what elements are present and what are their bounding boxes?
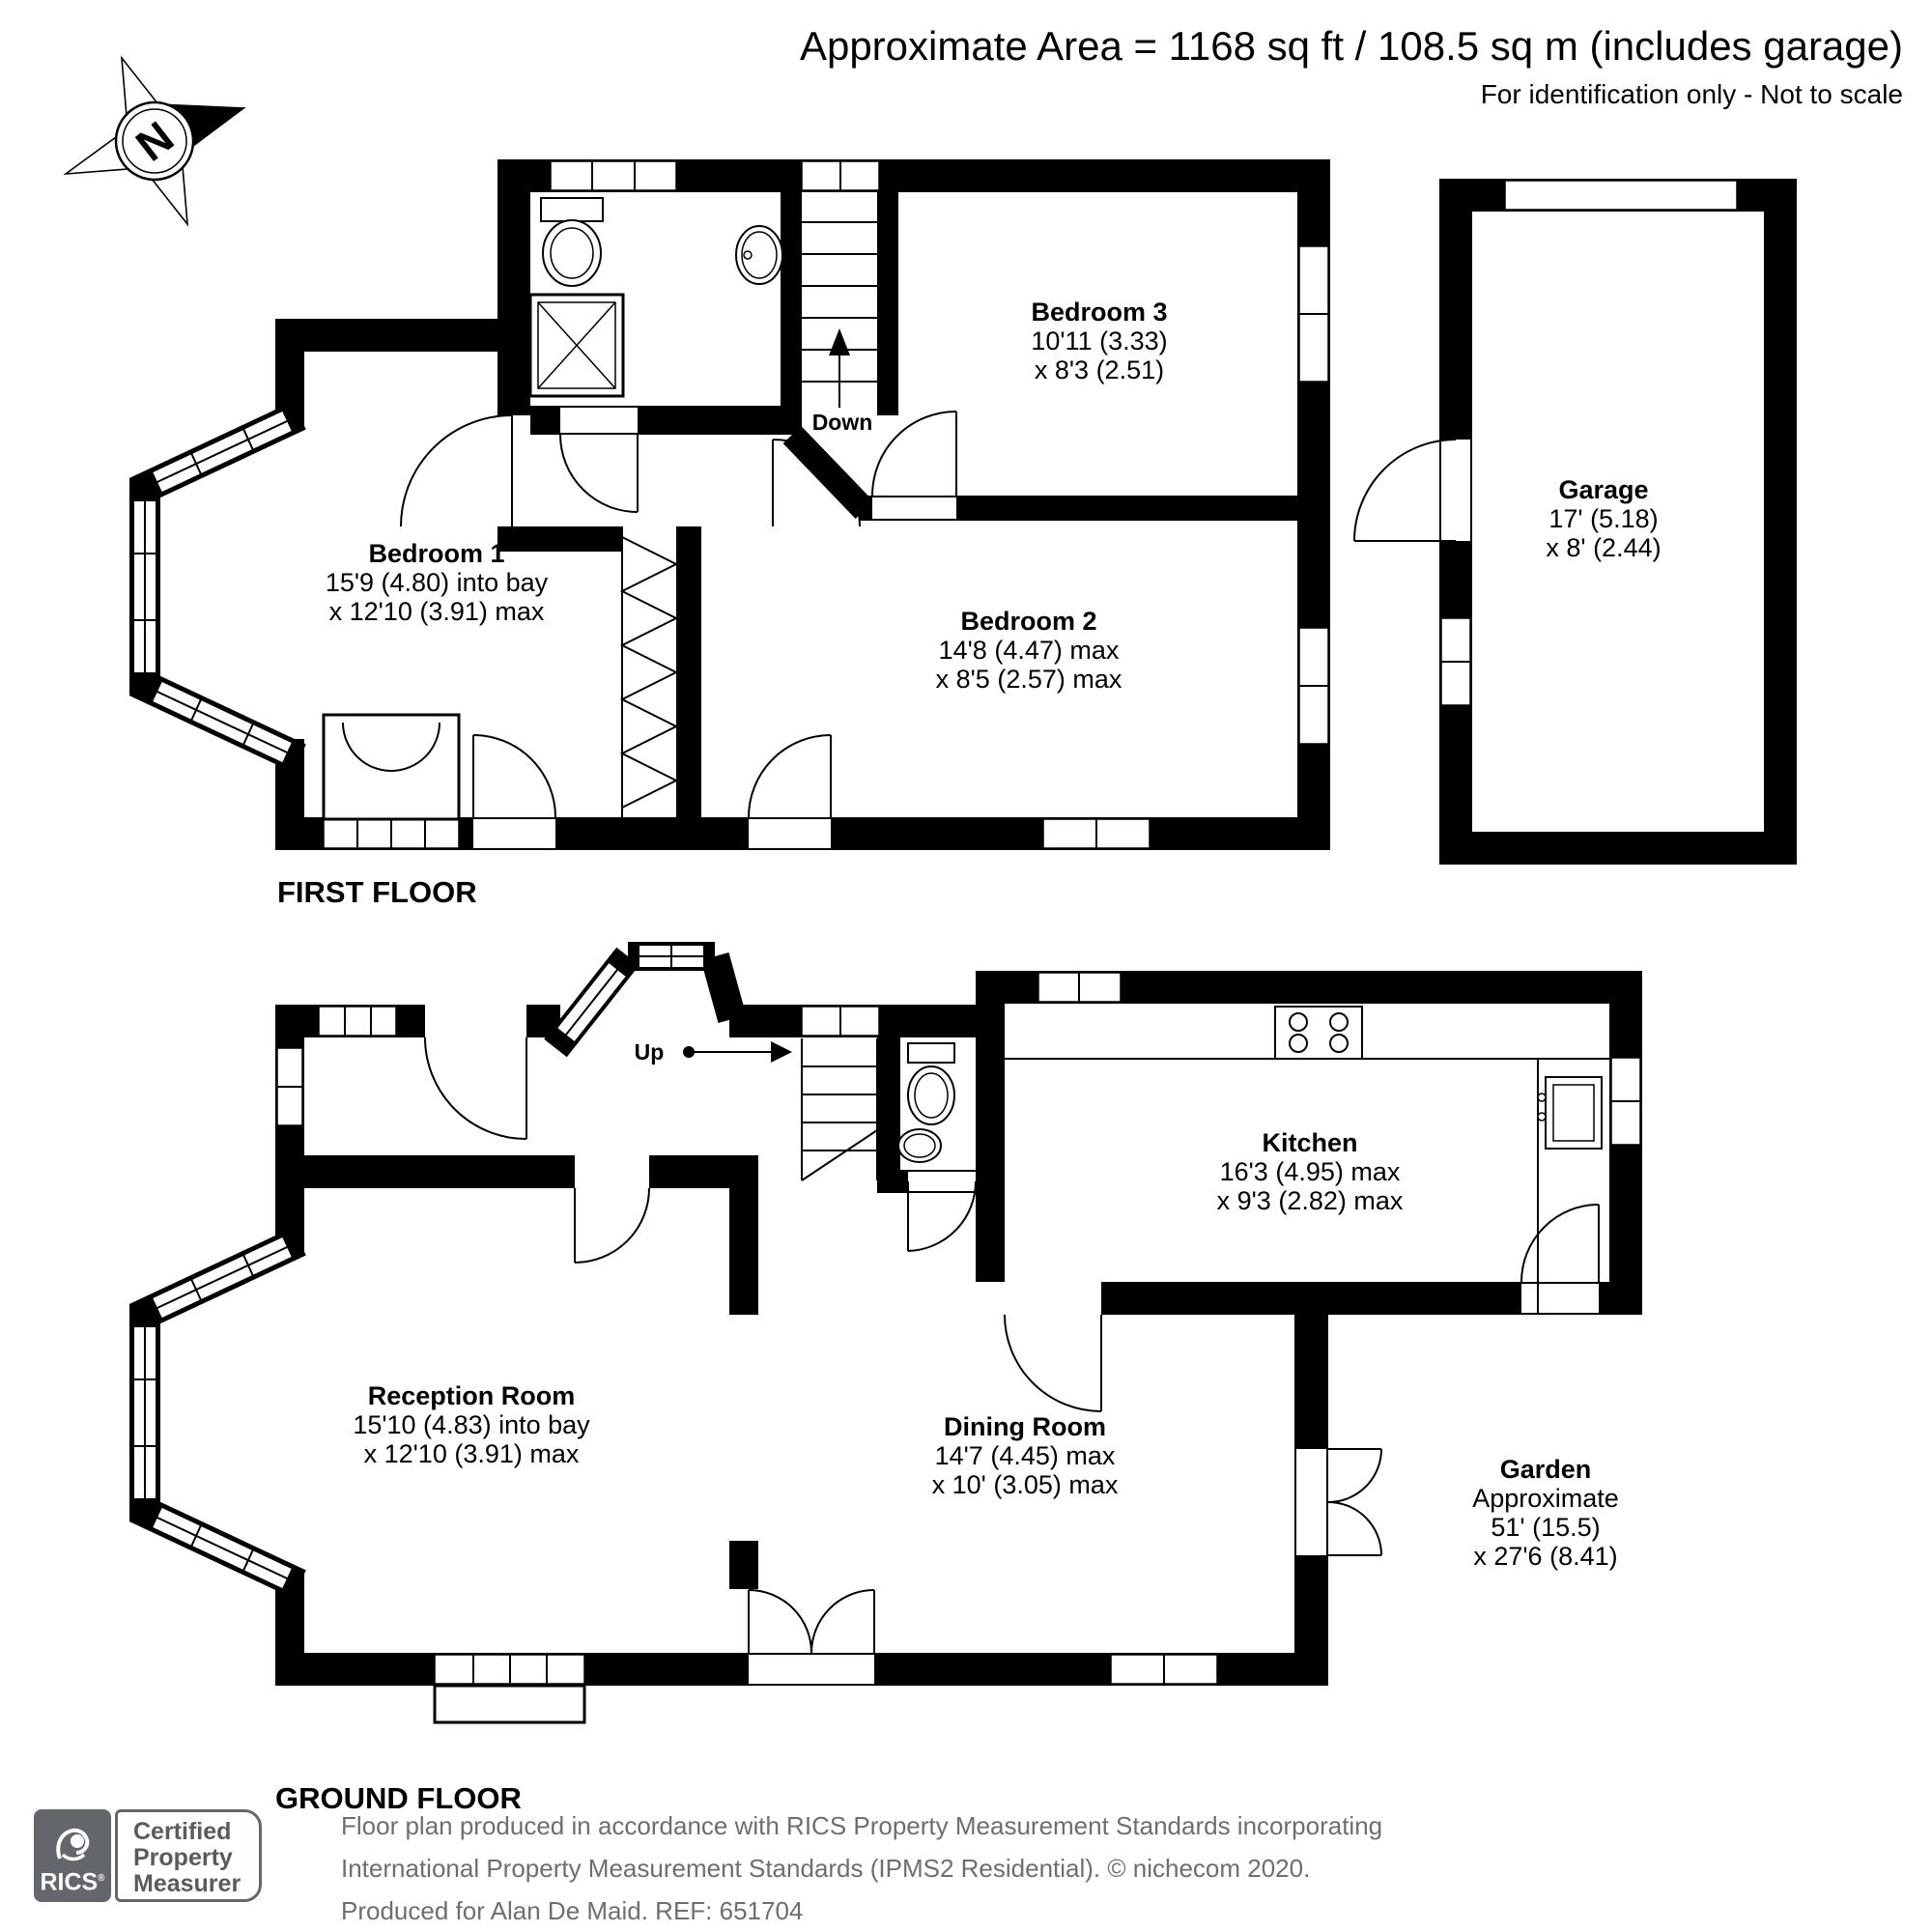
- footer-line-3: Produced for Alan De Maid. REF: 651704: [341, 1896, 804, 1925]
- footer-line-1: Floor plan produced in accordance with R…: [341, 1811, 1383, 1840]
- ground-floor-doors: [424, 1037, 1600, 1654]
- rics-logo: RICS®: [34, 1809, 111, 1902]
- room-name: Bedroom 1: [368, 539, 505, 568]
- ground-floor-title: GROUND FLOOR: [275, 1781, 522, 1815]
- shower-icon: [528, 293, 625, 398]
- wc-toilet-icon: [907, 1042, 955, 1125]
- stairs-down-label: Down: [811, 410, 873, 435]
- room-name: Kitchen: [1262, 1128, 1358, 1157]
- window-recess: [322, 713, 461, 821]
- hob-icon: [1274, 1006, 1363, 1060]
- room-name: Garden: [1499, 1455, 1592, 1484]
- room-label-bedroom1: Bedroom 1 15'9 (4.80) into bay x 12'10 (…: [326, 539, 548, 626]
- room-label-reception: Reception Room 15'10 (4.83) into bay x 1…: [353, 1381, 589, 1468]
- room-dim: x 12'10 (3.91) max: [363, 1439, 580, 1468]
- room-dim: x 9'3 (2.82) max: [1216, 1186, 1404, 1215]
- stairs-up-label: Up: [634, 1039, 665, 1065]
- first-floor-doors: [400, 411, 957, 818]
- stairs-first-floor: [802, 221, 877, 408]
- page-title: Approximate Area = 1168 sq ft / 108.5 sq…: [799, 23, 1903, 69]
- first-floor-title: FIRST FLOOR: [277, 875, 477, 909]
- garage-openings: [1440, 180, 1738, 706]
- room-dim: 14'7 (4.45) max: [934, 1441, 1116, 1470]
- garage-door: [1353, 439, 1457, 542]
- room-dim: 14'8 (4.47) max: [938, 636, 1120, 665]
- rics-text: RICS: [40, 1868, 99, 1895]
- room-label-bedroom3: Bedroom 3 10'11 (3.33) x 8'3 (2.51): [1031, 298, 1167, 384]
- page-subtitle: For identification only - Not to scale: [1480, 79, 1903, 109]
- room-dim: x 8'3 (2.51): [1034, 355, 1165, 384]
- compass-icon: N: [63, 55, 246, 227]
- room-dim: 16'3 (4.95) max: [1219, 1157, 1401, 1186]
- room-name: Garage: [1558, 475, 1649, 504]
- first-floor-openings: [132, 160, 1329, 849]
- room-dim: 51' (15.5): [1491, 1513, 1601, 1542]
- room-name: Bedroom 3: [1031, 298, 1168, 327]
- room-label-kitchen: Kitchen 16'3 (4.95) max x 9'3 (2.82) max: [1217, 1128, 1404, 1215]
- room-dim: 15'10 (4.83) into bay: [353, 1410, 590, 1439]
- room-dim: x 8' (2.44): [1546, 533, 1662, 562]
- room-label-garage: Garage 17' (5.18) x 8' (2.44): [1546, 475, 1661, 562]
- rics-wordmark: RICS®: [40, 1866, 104, 1894]
- room-dim: x 8'5 (2.57) max: [935, 665, 1122, 694]
- room-dim: 10'11 (3.33): [1031, 327, 1168, 355]
- wc-basin-icon: [897, 1128, 942, 1163]
- room-label-dining: Dining Room 14'7 (4.45) max x 10' (3.05)…: [932, 1412, 1119, 1499]
- toilet-icon: [540, 197, 604, 287]
- room-dim: 15'9 (4.80) into bay: [325, 568, 549, 597]
- ground-floor-openings: [132, 944, 1641, 1724]
- room-label-garden: Garden Approximate 51' (15.5) x 27'6 (8.…: [1472, 1455, 1619, 1571]
- room-dim: x 10' (3.05) max: [931, 1470, 1119, 1499]
- room-dim: 17' (5.18): [1548, 504, 1659, 533]
- sink-icon: [1537, 1076, 1603, 1150]
- badge-line: Certified: [133, 1818, 232, 1845]
- room-name: Reception Room: [367, 1381, 576, 1410]
- certified-property-measurer-label: Certified Property Measurer: [115, 1809, 262, 1902]
- lion-icon: [56, 1828, 90, 1861]
- ground-floor-walls: [129, 942, 1642, 1686]
- basin-icon: [735, 225, 783, 285]
- room-label-bedroom2: Bedroom 2 14'8 (4.47) max x 8'5 (2.57) m…: [936, 607, 1122, 694]
- room-dim: x 27'6 (8.41): [1473, 1542, 1618, 1571]
- footer-line-2: International Property Measurement Stand…: [341, 1854, 1311, 1883]
- room-dim: x 12'10 (3.91) max: [328, 597, 545, 626]
- rics-badge: RICS® Certified Property Measurer: [34, 1809, 262, 1902]
- room-name: Bedroom 2: [960, 607, 1097, 636]
- footer-disclaimer: Floor plan produced in accordance with R…: [341, 1804, 1382, 1932]
- badge-line: Measurer: [133, 1870, 242, 1897]
- room-dim: Approximate: [1472, 1484, 1619, 1513]
- wardrobe-icon: [619, 526, 679, 817]
- badge-line: Property: [133, 1844, 233, 1871]
- registered-mark: ®: [98, 1872, 105, 1884]
- room-name: Dining Room: [944, 1412, 1106, 1441]
- stairs-ground-floor: [683, 1038, 878, 1181]
